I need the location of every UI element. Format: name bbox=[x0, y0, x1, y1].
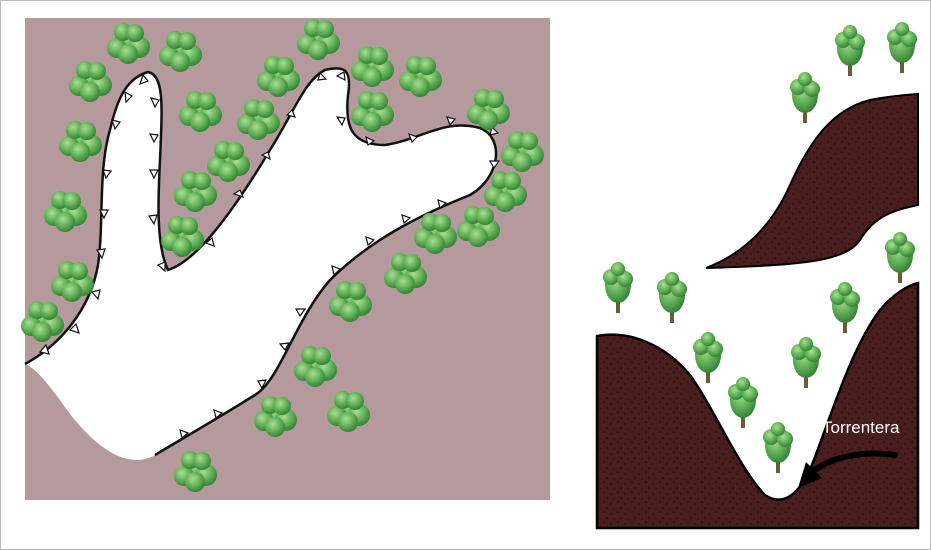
cross-section: Torrentera bbox=[597, 22, 918, 528]
tree bbox=[657, 272, 687, 323]
tree bbox=[763, 422, 793, 473]
tree bbox=[887, 22, 917, 73]
torrentera-label: Torrentera bbox=[822, 418, 900, 437]
tree bbox=[693, 332, 723, 383]
tree bbox=[728, 377, 758, 428]
upper-slope bbox=[706, 94, 918, 268]
tree bbox=[885, 232, 915, 283]
plan-view bbox=[21, 18, 550, 500]
tree bbox=[790, 72, 820, 123]
tree bbox=[603, 262, 633, 313]
gully-section bbox=[597, 283, 918, 528]
tree bbox=[791, 337, 821, 388]
tree bbox=[830, 282, 860, 333]
tree bbox=[835, 25, 865, 76]
